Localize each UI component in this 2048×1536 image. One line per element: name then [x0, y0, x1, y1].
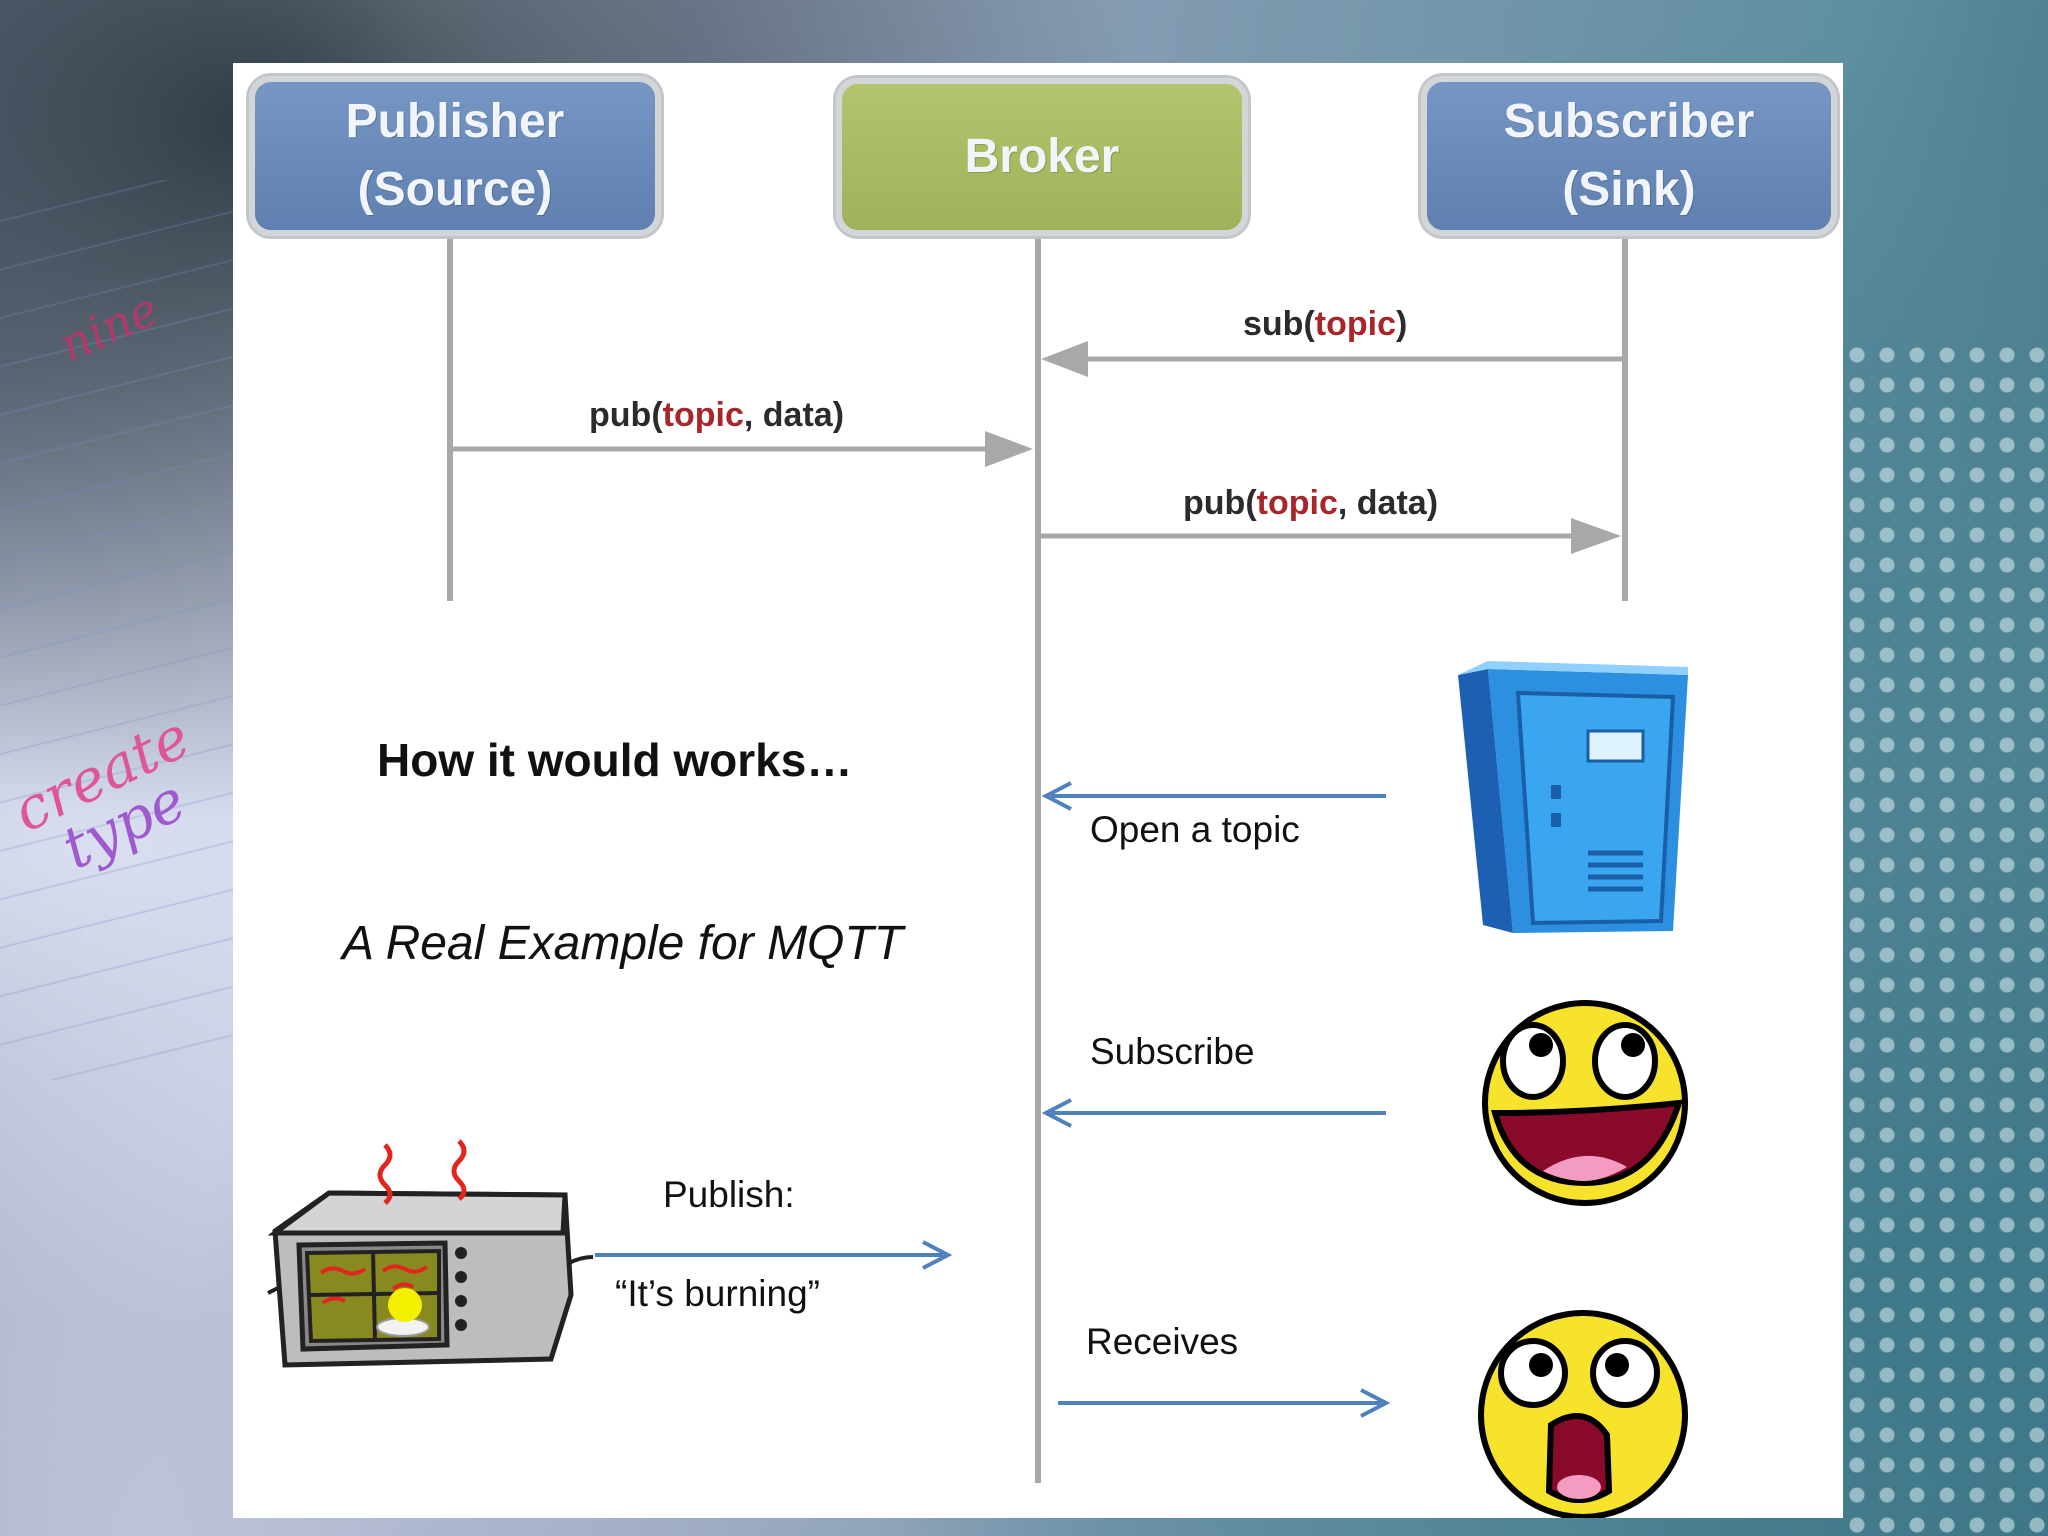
arrow-receives [1058, 1388, 1391, 1418]
message-name: pub [589, 396, 652, 434]
message-label-pub-2: pub(topic, data) [1183, 484, 1439, 522]
arrow-open-topic [1041, 781, 1386, 811]
example-subtitle: A Real Example for MQTT [342, 917, 904, 970]
message-arg-topic: topic [662, 396, 744, 434]
message-label-pub-1: pub(topic, data) [589, 396, 845, 434]
slide: Publisher (Source) Broker Subscriber (Si… [233, 63, 1843, 1518]
message-name: pub [1183, 484, 1246, 522]
sequence-diagram-lines [267, 238, 1688, 1518]
message-arg-topic: topic [1256, 484, 1338, 522]
example-heading: How it would works… [377, 734, 853, 786]
fabric-pattern [1842, 340, 2048, 1536]
actor-subscriber: Subscriber (Sink) [1421, 76, 1837, 236]
happy-face-icon [1482, 1000, 1688, 1206]
step-label-open-topic: Open a topic [1090, 809, 1300, 850]
message-arrow-pub-2 [1040, 518, 1621, 554]
message-arrow-sub [1041, 341, 1623, 377]
notebook-lines [0, 180, 240, 1080]
server-icon [1458, 661, 1688, 933]
step-label-subscribe: Subscribe [1090, 1031, 1255, 1072]
message-name: sub [1243, 305, 1304, 343]
step-detail-publish: “It’s burning” [615, 1273, 820, 1314]
message-label-sub: sub(topic) [1243, 305, 1408, 343]
message-arg-data: data [1356, 484, 1427, 522]
shocked-face-icon [1478, 1310, 1688, 1518]
step-label-publish: Publish: [663, 1174, 795, 1215]
burning-microwave-icon [267, 1139, 594, 1368]
actor-publisher: Publisher (Source) [249, 76, 661, 236]
actor-broker: Broker [836, 78, 1248, 236]
step-label-receives: Receives [1086, 1321, 1239, 1362]
message-arrow-pub-1 [452, 431, 1033, 467]
message-arg-topic: topic [1314, 305, 1396, 343]
message-arg-data: data [762, 396, 833, 434]
arrow-subscribe [1041, 1098, 1386, 1128]
arrow-publish [595, 1240, 953, 1270]
